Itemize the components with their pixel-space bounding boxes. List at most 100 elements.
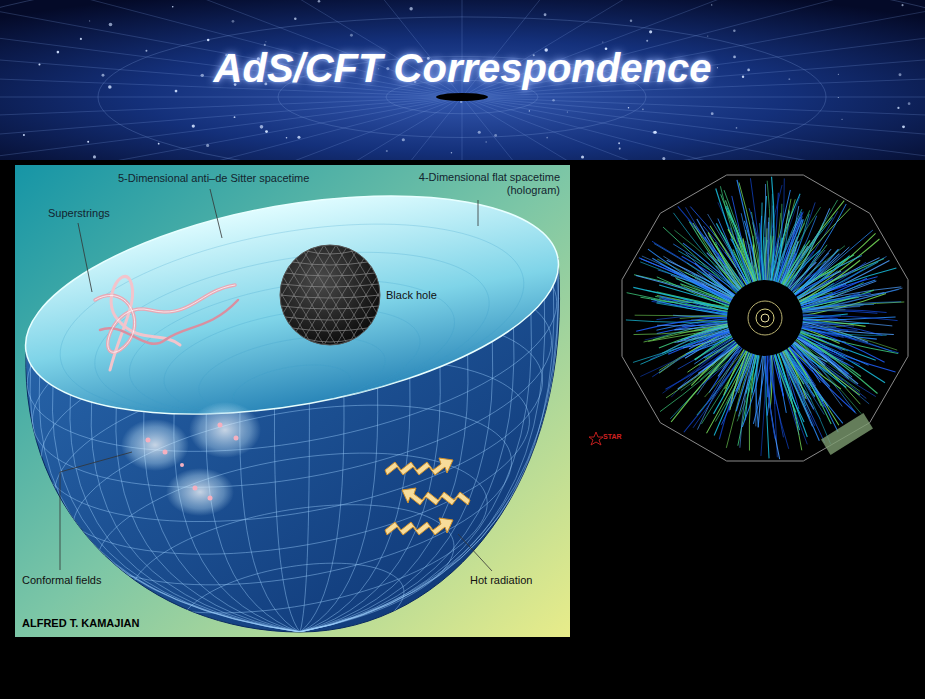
banner-star <box>838 97 839 98</box>
banner-star <box>529 110 530 111</box>
banner-star <box>642 109 644 111</box>
banner-grid-ray <box>0 97 462 143</box>
black-hole-mesh-line <box>281 284 379 287</box>
field-particle <box>234 436 239 441</box>
field-blob <box>121 419 189 471</box>
leader-line <box>458 534 492 571</box>
part-label: Black hole <box>386 289 437 302</box>
bowl-inner-grid <box>60 224 524 414</box>
banner-star <box>402 138 405 141</box>
banner-star <box>733 56 736 59</box>
bowl-inner-grid-line <box>199 337 386 413</box>
particle-track <box>683 332 738 348</box>
detector-ring <box>748 301 782 335</box>
banner-star <box>93 155 96 158</box>
banner-star <box>654 131 657 134</box>
banner-star <box>618 142 620 144</box>
part-label: Conformal fields <box>22 574 101 587</box>
title: AdS/CFT Correspondence <box>0 48 925 88</box>
particle-track <box>787 339 842 407</box>
particle-track <box>700 343 747 387</box>
particle-track <box>652 258 744 309</box>
black-hole-mesh-line <box>281 306 379 309</box>
banner-star <box>232 20 235 23</box>
banner-grid-ring <box>0 0 925 160</box>
banner-grid-ray <box>462 97 670 160</box>
superstrings <box>95 276 238 370</box>
banner-star <box>409 7 412 10</box>
field-particle <box>208 496 213 501</box>
particle-track <box>788 329 860 376</box>
banner-grid-ray <box>462 97 463 160</box>
detector-core <box>727 280 803 356</box>
particle-track <box>644 322 741 343</box>
banner-star <box>109 23 113 27</box>
bowl-grid-line <box>91 402 300 632</box>
banner-star <box>902 4 904 6</box>
banner-star <box>544 13 547 16</box>
bowl-grid-line <box>300 403 309 632</box>
particle-track <box>666 339 743 389</box>
banner-star <box>234 116 236 118</box>
banner-star <box>318 0 321 3</box>
banner-star <box>908 102 911 105</box>
hot-radiation <box>385 458 470 535</box>
banner-star <box>102 74 105 77</box>
particle-track <box>730 344 750 410</box>
banner-grid-ray <box>0 97 462 160</box>
particle-track <box>796 323 892 352</box>
banner-star <box>386 150 388 152</box>
credit-label: ALFRED T. KAMAJIAN <box>22 617 139 630</box>
bowl-inner-surface <box>15 165 570 450</box>
banner-star <box>899 73 902 76</box>
black-hole-mesh-line <box>306 339 353 342</box>
banner-star <box>460 101 462 103</box>
banner-star <box>747 69 750 72</box>
black-hole-mesh-line <box>285 317 375 320</box>
particle-track <box>663 256 744 306</box>
banner-star <box>478 131 481 134</box>
logo-label: STAR <box>603 433 622 441</box>
banner-star <box>552 99 554 101</box>
bowl-grid-line <box>180 563 404 637</box>
black-hole-mesh-line <box>292 328 367 331</box>
banner-star <box>546 137 548 139</box>
banner-star <box>206 144 209 147</box>
star-logo <box>589 432 603 445</box>
banner-star <box>294 18 297 21</box>
particle-track <box>639 258 738 303</box>
field-particle <box>163 450 168 455</box>
banner-grid-ray <box>462 97 925 160</box>
banner-star <box>711 4 712 5</box>
banner-grid-ring <box>0 0 925 160</box>
black-hole-outline <box>280 245 380 345</box>
particle-track <box>773 341 808 437</box>
bowl-grid-line <box>52 386 300 632</box>
leader-line <box>210 189 222 238</box>
leader-line <box>78 223 92 292</box>
black-hole-mesh-line <box>306 251 353 254</box>
banner-star <box>630 20 632 22</box>
black-hole-mesh-line <box>288 245 348 345</box>
banner-star <box>192 124 195 127</box>
region-label: 5-Dimensional anti–de Sitter spacetime <box>118 172 309 185</box>
particle-track <box>687 336 739 372</box>
string-curve <box>110 276 180 370</box>
part-label: Superstrings <box>48 207 110 220</box>
leader-line <box>60 452 132 570</box>
particle-track <box>659 322 740 348</box>
field-blob <box>166 468 234 516</box>
leader-lines <box>60 189 492 571</box>
particle-track <box>682 256 746 298</box>
particle-track <box>773 207 821 294</box>
particle-track <box>787 204 846 296</box>
black-hole <box>252 245 408 345</box>
banner-star <box>451 152 453 154</box>
banner-grid-ray <box>462 97 925 160</box>
string-highlight <box>95 285 235 352</box>
banner-star <box>175 90 178 93</box>
particle-track <box>794 319 883 336</box>
particle-tracks <box>626 177 904 460</box>
bowl-grid-line <box>274 409 300 632</box>
particle-track <box>779 342 824 415</box>
